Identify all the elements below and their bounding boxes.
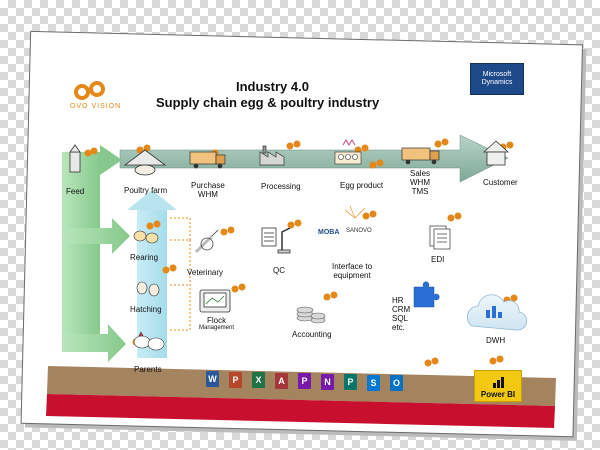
sales-line1: Sales (410, 169, 431, 178)
top-flow-arrow (119, 134, 509, 183)
flock-line1: Flock (206, 316, 227, 325)
office-app-icon: W (206, 371, 219, 387)
flock-line2: Management (199, 325, 235, 331)
left-arrow-mid (62, 218, 130, 254)
processing-label: Processing (261, 182, 301, 191)
blue-arrow-head (127, 190, 177, 210)
feed-label: Feed (66, 187, 85, 196)
title-line2: Supply chain egg & poultry industry (156, 95, 380, 110)
edi-document-icon (429, 225, 451, 250)
office-app-icon: X (252, 372, 265, 388)
accounting-icon (296, 306, 326, 324)
hr-line1: HR (392, 296, 404, 305)
customer-label: Customer (483, 178, 518, 187)
hr-line2: CRM (392, 305, 411, 314)
sales-line3: TMS (411, 187, 429, 196)
ms-line1: Microsoft (482, 71, 512, 78)
hr-line3: SQL (392, 314, 409, 323)
poultry-farm-icon (123, 149, 167, 176)
red-band (46, 394, 555, 428)
sales-truck-icon (401, 147, 440, 165)
purchase-line2: WHM (197, 190, 218, 199)
rearing-chicks-icon (133, 230, 159, 244)
hatching-label: Hatching (130, 305, 162, 314)
connector-lines (170, 217, 191, 331)
left-arrow-bottom (62, 324, 126, 362)
accounting-label: Accounting (292, 330, 332, 339)
parents-hens-icon (133, 331, 165, 351)
office-app-icon: A (275, 372, 288, 389)
logo-text: OVO VISION (70, 103, 122, 110)
title-line1: Industry 4.0 (236, 79, 309, 94)
sanovo-logo: SANOVO (346, 228, 372, 234)
interface-network-icon (344, 205, 366, 219)
office-app-icon: N (321, 373, 334, 390)
office-app-icon: S (367, 374, 380, 391)
purchase-truck-icon (189, 151, 226, 169)
interface-line2: equipment (333, 271, 371, 280)
power-bi-logo: Power BI (474, 370, 522, 402)
flock-label: Flock Management (199, 316, 234, 332)
hr-line4: etc. (392, 323, 405, 332)
interface-label: Interface to equipment (332, 262, 372, 280)
egg-product-icon (334, 139, 362, 165)
sales-label: Sales WHM TMS (410, 169, 430, 196)
purchase-line1: Purchase (191, 181, 225, 190)
microsoft-dynamics-logo: Microsoft Dynamics (470, 63, 524, 95)
flock-management-icon (199, 289, 231, 313)
ms-line2: Dynamics (481, 79, 513, 86)
purchase-label: Purchase WHM (191, 181, 225, 199)
hatching-eggs-icon (136, 281, 160, 297)
poultry-farm-label: Poultry farm (124, 186, 168, 195)
veterinary-label: Veterinary (187, 268, 224, 277)
edi-label: EDI (431, 255, 445, 264)
moba-logo: MOBA (318, 229, 340, 236)
qc-microscope-icon (261, 227, 291, 254)
qc-label: QC (273, 266, 285, 275)
processing-factory-icon (259, 145, 285, 166)
office-app-icon: P (344, 374, 357, 390)
rearing-label: Rearing (130, 253, 159, 262)
office-app-icon: P (298, 373, 311, 389)
customer-house-icon (482, 140, 510, 166)
power-bi-label: Power BI (480, 390, 516, 399)
sales-line2: WHM (410, 178, 430, 187)
dwh-label: DWH (486, 336, 506, 345)
left-arrow-top (100, 145, 122, 175)
interface-line1: Interface to (332, 262, 373, 271)
hr-crm-label: HR CRM SQL etc. (392, 296, 410, 332)
power-bi-bars-icon (492, 377, 504, 388)
office-app-icon: P (229, 371, 242, 388)
dwh-cloud-icon (466, 294, 527, 331)
ovo-vision-logo (74, 81, 105, 100)
feed-silo-icon (69, 144, 81, 173)
left-green-bar (62, 152, 100, 347)
hr-puzzle-icon (413, 281, 440, 308)
parents-label: Parents (134, 365, 162, 374)
egg-product-label: Egg product (340, 181, 384, 190)
veterinary-syringe-icon (194, 229, 219, 254)
office-app-icon: O (390, 375, 403, 391)
